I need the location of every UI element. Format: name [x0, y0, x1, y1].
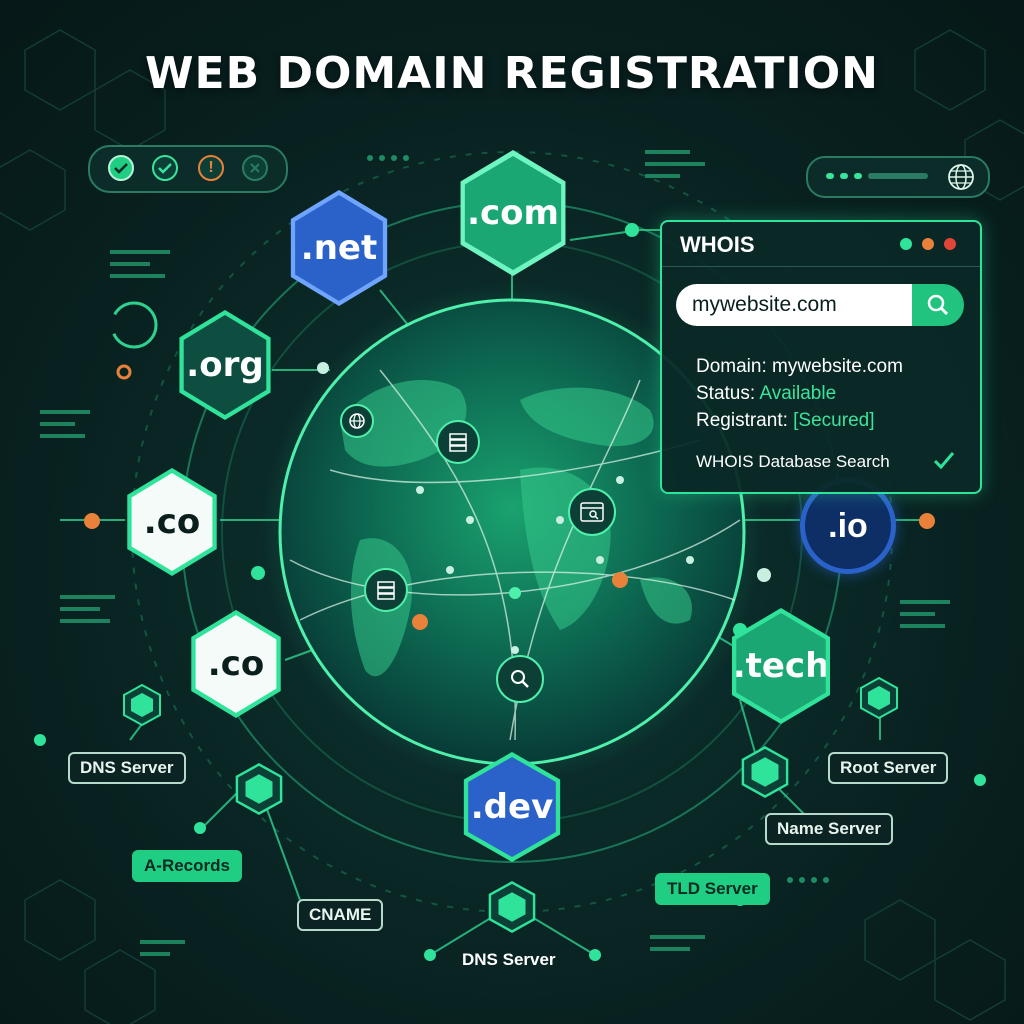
- url-bar[interactable]: [806, 156, 990, 198]
- search-icon: [927, 294, 949, 316]
- label-cname: CNAME: [297, 899, 384, 931]
- server-icon: [449, 433, 467, 452]
- status-label: Status:: [696, 383, 756, 404]
- whois-domain-row: Domain: mywebsite.com: [696, 356, 903, 378]
- whois-footer: WHOIS Database Search: [696, 452, 890, 471]
- whois-search-button[interactable]: [912, 284, 964, 326]
- label-tld-server: TLD Server: [655, 873, 770, 905]
- window-dot-green[interactable]: [900, 238, 912, 250]
- registrant-label: Registrant:: [696, 410, 788, 431]
- label-root-server: Root Server: [828, 752, 949, 784]
- check-icon[interactable]: [152, 155, 178, 181]
- whois-title: WHOIS: [680, 232, 755, 257]
- globe-icon: [948, 164, 974, 190]
- whois-panel: WHOIS mywebsite.com Domain: mywebsite.co…: [660, 220, 982, 494]
- registrant-value: [Secured]: [793, 410, 875, 431]
- globe-icon: [349, 413, 365, 429]
- tld-dev[interactable]: .dev: [468, 757, 556, 857]
- label-dns-server-left: DNS Server: [68, 752, 186, 784]
- whois-header: WHOIS: [662, 222, 980, 267]
- search-icon: [511, 670, 529, 688]
- browser-badge: [568, 488, 616, 536]
- label-name-server: Name Server: [765, 813, 893, 845]
- window-dot-red[interactable]: [944, 238, 956, 250]
- cube-icon: [235, 763, 283, 815]
- whois-status-row: Status: Available: [696, 383, 836, 405]
- status-value: Available: [759, 383, 837, 404]
- domain-label: Domain:: [696, 356, 767, 377]
- cube-icon: [741, 746, 789, 798]
- server-badge-top: [436, 420, 480, 464]
- cube-icon: [488, 881, 536, 933]
- label-a-records: A-Records: [132, 850, 242, 882]
- domain-value: mywebsite.com: [772, 356, 903, 377]
- close-icon[interactable]: [242, 155, 268, 181]
- cube-icon: [123, 683, 161, 727]
- whois-search-input[interactable]: mywebsite.com: [676, 284, 927, 326]
- window-dot-orange[interactable]: [922, 238, 934, 250]
- browser-icon: [580, 502, 604, 522]
- check-icon[interactable]: [108, 155, 134, 181]
- globe-badge: [340, 404, 374, 438]
- search-badge[interactable]: [496, 655, 544, 703]
- cube-icon: [860, 676, 898, 720]
- page-title: WEB DOMAIN REGISTRATION: [145, 48, 879, 99]
- server-icon: [377, 581, 395, 600]
- status-indicator-bar: !: [88, 145, 288, 193]
- tld-tech[interactable]: .tech: [736, 613, 826, 719]
- check-icon: [933, 452, 955, 470]
- warning-icon[interactable]: !: [198, 155, 224, 181]
- whois-registrant-row: Registrant: [Secured]: [696, 410, 874, 432]
- label-dns-server-bottom: DNS Server: [462, 950, 556, 969]
- server-badge-left: [364, 568, 408, 612]
